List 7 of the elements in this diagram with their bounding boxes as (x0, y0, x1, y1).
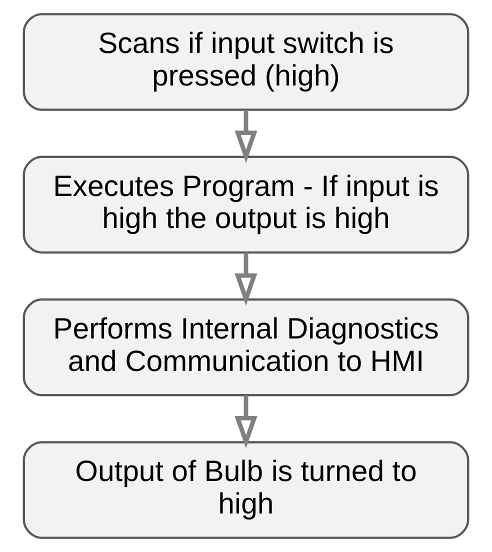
node-box: Scans if input switch is pressed (high) (22, 13, 470, 111)
node-box: Executes Program - If input is high the output is high (22, 156, 470, 254)
node-box: Performs Internal Diagnostics and Communication to HMI (22, 298, 470, 396)
arrow (234, 395, 258, 448)
arrow (234, 110, 258, 164)
node-box: Output of Bulb is turned to high (22, 441, 470, 539)
arrow (234, 252, 258, 306)
